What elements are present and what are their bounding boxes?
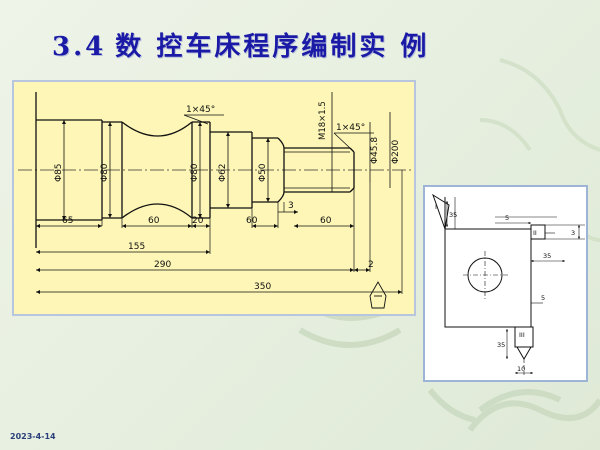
dia-85: Φ85 xyxy=(54,163,64,182)
dia-80-left: Φ80 xyxy=(100,163,110,182)
chamfer-label-right: 1×45° xyxy=(336,123,365,133)
len-350: 350 xyxy=(254,282,271,292)
dim-3: 3 xyxy=(571,229,575,237)
turret xyxy=(432,193,585,377)
dia-62: Φ62 xyxy=(218,163,228,182)
len-2: 2 xyxy=(368,260,374,270)
len-65: 65 xyxy=(62,216,73,226)
setup-labels: I II III 35 5 3 35 5 35 10 xyxy=(435,203,575,373)
dia-80-right: Φ80 xyxy=(190,163,200,182)
dia-45-8: Φ45.8 xyxy=(370,137,380,164)
len-155: 155 xyxy=(128,242,145,252)
chamfer-label-left: 1×45° xyxy=(186,105,215,115)
len-290: 290 xyxy=(154,260,171,270)
dim-35-right: 35 xyxy=(543,252,551,260)
len-3: 3 xyxy=(288,201,294,211)
label-tool-1: I xyxy=(435,203,437,211)
len-20: 20 xyxy=(192,216,204,226)
label-tool-2: II xyxy=(533,229,537,237)
len-60-thread: 60 xyxy=(320,216,332,226)
length-dimensions xyxy=(36,210,402,294)
len-60-groove: 60 xyxy=(148,216,160,226)
thread-label: M18×1.5 xyxy=(318,101,328,140)
dia-200: Φ200 xyxy=(391,139,401,164)
tool-setup-diagram: I II III 35 5 3 35 5 35 10 xyxy=(423,185,588,382)
len-60-step: 60 xyxy=(246,216,258,226)
shaft-profile xyxy=(35,92,355,248)
dim-35-top: 35 xyxy=(449,211,457,219)
slide-date: 2023-4-14 xyxy=(10,432,56,441)
length-labels: 65 60 20 60 3 60 155 290 2 350 xyxy=(62,201,374,292)
dia-50: Φ50 xyxy=(258,163,268,182)
shaft-drawing: Φ85 Φ80 Φ80 Φ62 Φ50 Φ45.8 Φ200 M18×1.5 1… xyxy=(12,80,416,316)
slide-title: 3.4 数 控车床程序编制实 例 xyxy=(52,26,429,63)
title-number: 3.4 xyxy=(52,32,107,62)
cutting-tool xyxy=(369,281,387,309)
label-tool-3: III xyxy=(519,331,525,339)
diameter-dimensions xyxy=(62,92,391,220)
chamfer-leaders xyxy=(183,114,374,150)
diameter-labels: Φ85 Φ80 Φ80 Φ62 Φ50 Φ45.8 Φ200 M18×1.5 xyxy=(54,101,401,182)
title-text: 数 控车床程序编制实 例 xyxy=(115,32,430,62)
dim-5-top: 5 xyxy=(505,214,509,222)
setup-dim-lines xyxy=(445,201,581,375)
dim-35-bottom: 35 xyxy=(497,341,505,349)
dim-10: 10 xyxy=(517,365,525,373)
dim-5-right: 5 xyxy=(541,294,545,302)
